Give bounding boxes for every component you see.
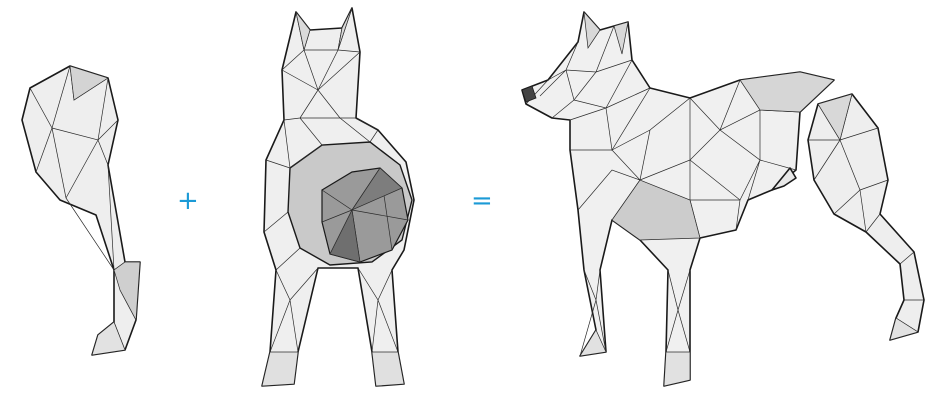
plus-operator: + (177, 188, 199, 214)
dog-front-figure (262, 8, 414, 386)
equals-operator: = (471, 188, 493, 214)
dog-hind-leg-figure (808, 94, 924, 340)
dog-assembled-figure (522, 12, 834, 386)
leg-figure (22, 66, 140, 355)
